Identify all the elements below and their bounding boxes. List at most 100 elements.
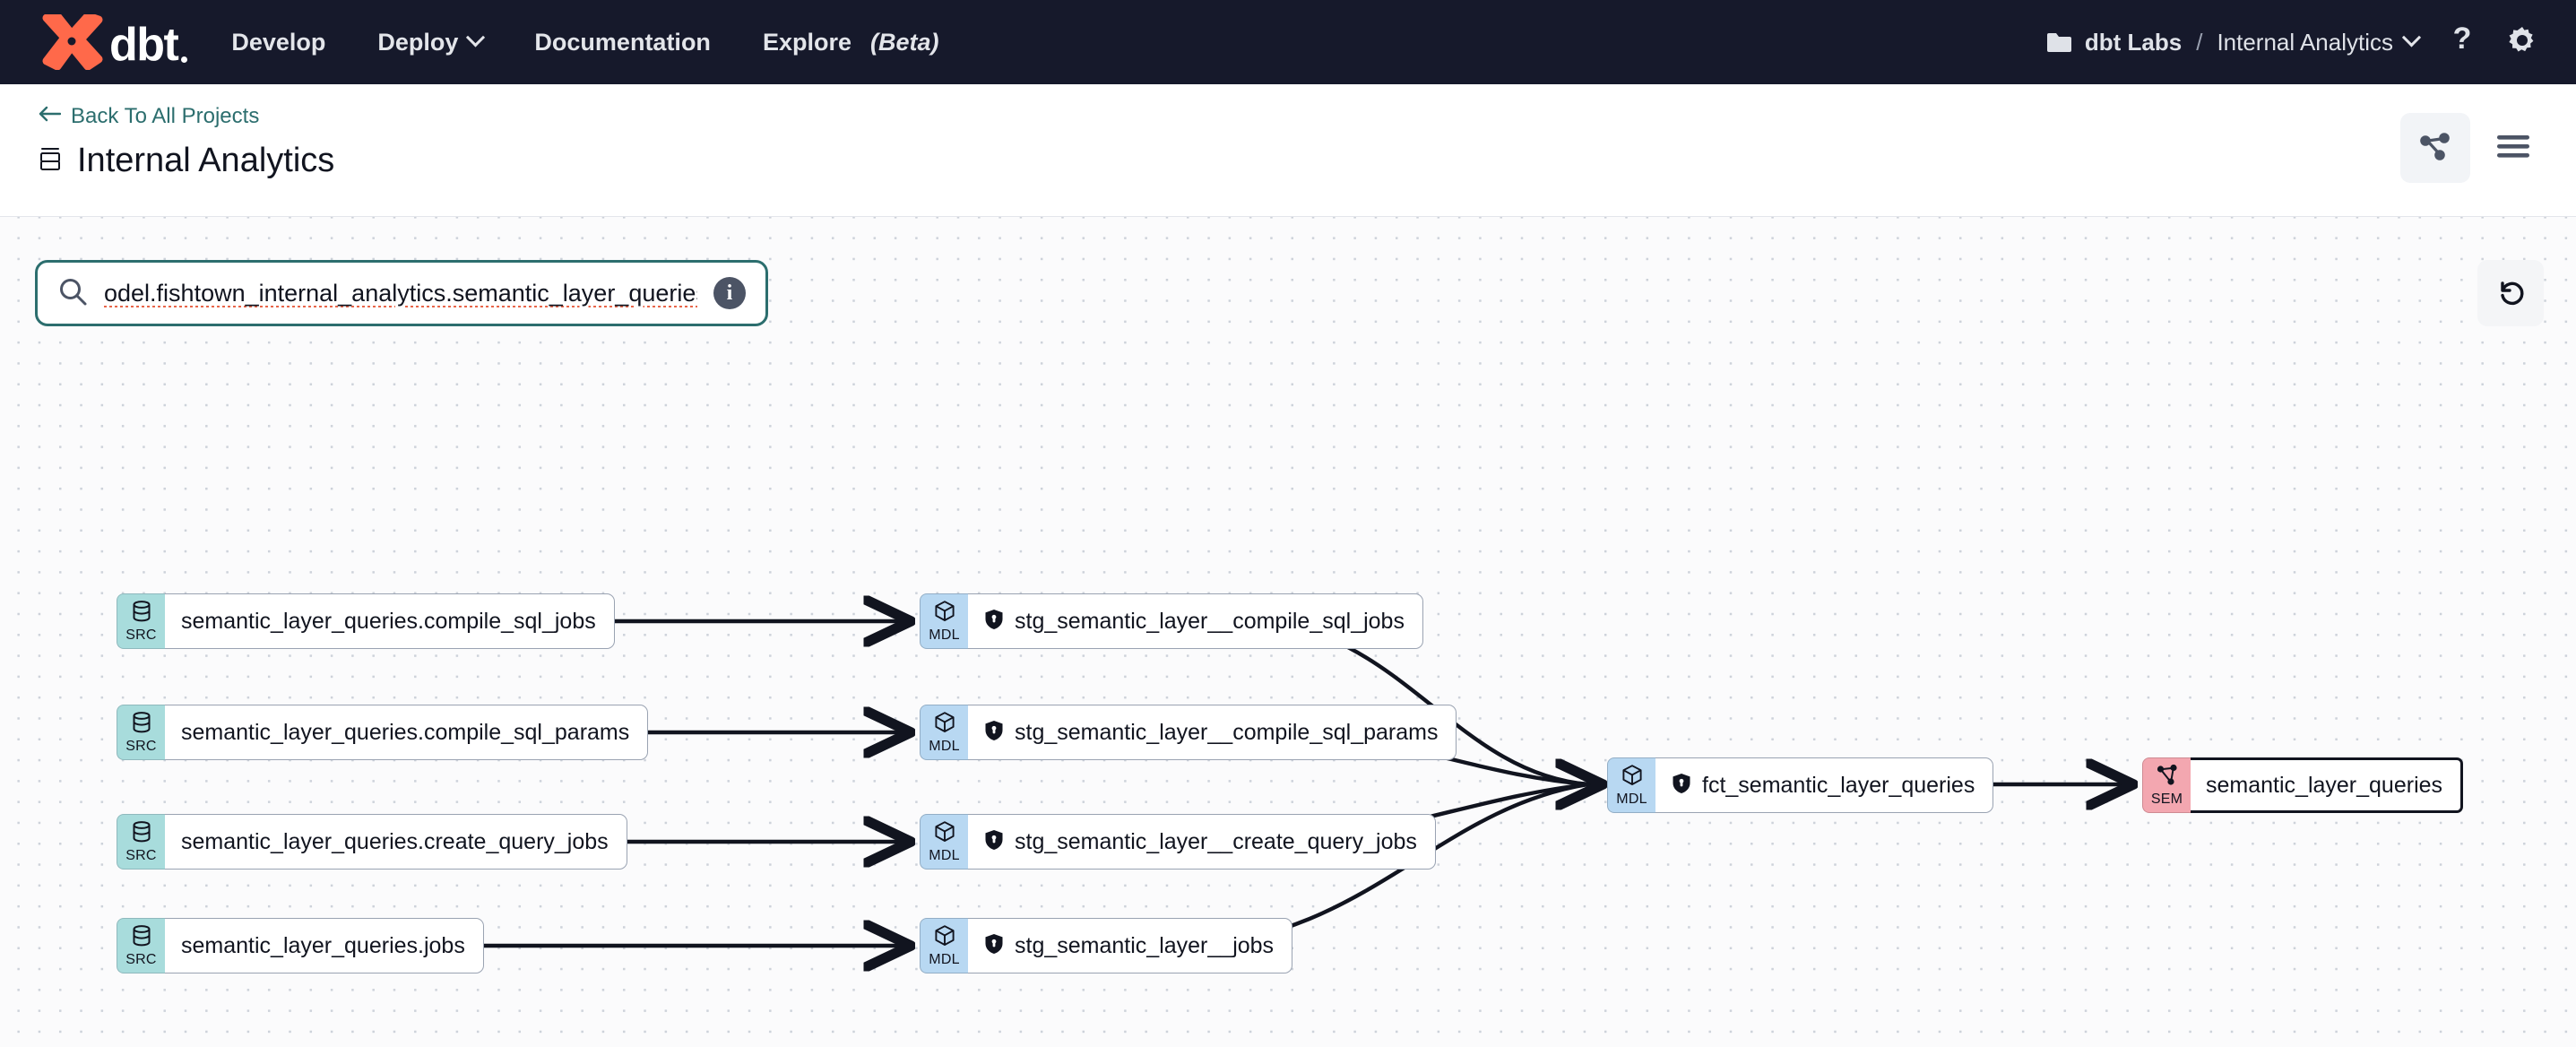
cube-3d-icon [933,820,956,848]
lineage-nodes: SRC semantic_layer_queries.compile_sql_j… [0,217,2576,1047]
reset-view-button[interactable] [2477,260,2544,326]
subheader-actions [2400,113,2538,183]
lineage-node-src-create-query-jobs[interactable]: SRC semantic_layer_queries.create_query_… [117,814,627,870]
nav-links: Develop Deploy Documentation Explore (Be… [231,27,939,56]
node-type-label: MDL [1616,792,1647,807]
node-label: stg_semantic_layer__compile_sql_jobs [1015,608,1405,634]
node-type-badge-mdl: MDL [920,593,968,649]
node-type-label: SRC [125,739,157,754]
lineage-node-src-jobs[interactable]: SRC semantic_layer_queries.jobs [117,918,484,973]
gear-icon [2506,24,2538,61]
cube-3d-icon [933,924,956,952]
database-cylinder-icon [130,711,153,739]
nav-link-explore-label: Explore [762,28,851,56]
nav-link-develop-label: Develop [231,28,326,56]
folder-icon [2046,31,2073,53]
back-to-all-projects-link[interactable]: Back To All Projects [38,104,259,129]
nav-link-deploy-label: Deploy [377,28,459,56]
question-mark-icon: ? [2449,22,2476,61]
cube-3d-icon [933,600,956,627]
reset-rotate-ccw-icon [2494,275,2527,312]
lineage-node-mdl-stg-compile-sql-jobs[interactable]: MDL stg_semantic_layer__compile_sql_jobs [920,593,1423,649]
search-input[interactable]: odel.fishtown_internal_analytics.semanti… [104,279,697,307]
node-body: semantic_layer_queries [2188,757,2464,813]
node-type-badge-mdl: MDL [920,814,968,870]
nav-link-documentation-label: Documentation [534,28,711,56]
dbt-brand[interactable]: dbt [38,0,188,84]
lineage-node-sem-semantic-layer-queries[interactable]: SEM semantic_layer_queries [2142,757,2464,813]
node-type-badge-sem: SEM [2142,757,2191,813]
nav-link-explore-beta-tag: (Beta) [869,28,939,56]
nav-link-explore[interactable]: Explore (Beta) [763,29,939,56]
lineage-node-src-compile-sql-params[interactable]: SRC semantic_layer_queries.compile_sql_p… [117,705,649,760]
node-type-label: SEM [2150,792,2183,807]
arrow-left-icon [38,104,62,129]
breadcrumb-separator: / [2196,28,2203,56]
top-navbar: dbt Develop Deploy Documentation Explore… [0,0,2576,84]
shield-badge-icon [984,829,1004,855]
node-type-label: MDL [929,739,960,754]
svg-text:?: ? [2453,24,2472,56]
database-cylinder-icon [130,924,153,952]
node-body: stg_semantic_layer__create_query_jobs [965,814,1436,870]
node-body: stg_semantic_layer__compile_sql_params [965,705,1457,760]
database-cylinder-icon [130,820,153,848]
node-label: semantic_layer_queries.jobs [181,932,465,958]
lineage-node-mdl-stg-jobs[interactable]: MDL stg_semantic_layer__jobs [920,918,1293,973]
node-body: fct_semantic_layer_queries [1653,757,1994,813]
cube-3d-icon [933,711,956,739]
node-type-badge-src: SRC [117,593,165,649]
shield-badge-icon [1672,773,1691,799]
cube-3d-icon [1621,764,1644,792]
breadcrumb-org[interactable]: dbt Labs [2046,29,2182,56]
shield-badge-icon [984,609,1004,635]
navbar-right: dbt Labs / Internal Analytics ? [2046,22,2538,61]
lineage-canvas[interactable]: odel.fishtown_internal_analytics.semanti… [0,217,2576,1047]
lineage-view-button[interactable] [2400,113,2470,183]
shield-badge-icon [984,720,1004,746]
search-input-wrapper[interactable]: odel.fishtown_internal_analytics.semanti… [35,260,768,326]
node-label: semantic_layer_queries.compile_sql_param… [181,719,630,745]
page-subheader: Back To All Projects Internal Analytics [0,84,2576,217]
help-button[interactable]: ? [2449,22,2476,61]
node-type-badge-mdl: MDL [920,918,968,973]
nav-link-develop[interactable]: Develop [231,29,325,56]
breadcrumb: dbt Labs / Internal Analytics [2046,27,2422,56]
semantic-graph-icon [2156,764,2179,792]
node-type-label: MDL [929,627,960,643]
lineage-graph-icon [2418,129,2452,168]
node-label: semantic_layer_queries [2206,772,2443,798]
dbt-wordmark: dbt [109,19,188,71]
node-label: fct_semantic_layer_queries [1702,772,1975,798]
back-to-all-projects-label: Back To All Projects [71,104,260,128]
node-body: semantic_layer_queries.compile_sql_param… [162,705,649,760]
shield-badge-icon [984,933,1004,959]
node-body: stg_semantic_layer__compile_sql_jobs [965,593,1423,649]
lineage-node-mdl-stg-compile-sql-params[interactable]: MDL stg_semantic_layer__compile_sql_para… [920,705,1457,760]
node-type-badge-src: SRC [117,705,165,760]
lineage-node-src-compile-sql-jobs[interactable]: SRC semantic_layer_queries.compile_sql_j… [117,593,615,649]
database-cylinder-icon [130,600,153,627]
node-type-badge-src: SRC [117,814,165,870]
node-body: semantic_layer_queries.jobs [162,918,484,973]
node-label: semantic_layer_queries.create_query_jobs [181,828,609,854]
hamburger-menu-icon [2495,132,2531,165]
settings-button[interactable] [2506,24,2538,61]
breadcrumb-project[interactable]: Internal Analytics [2217,27,2422,56]
node-label: semantic_layer_queries.compile_sql_jobs [181,608,596,634]
nav-link-deploy[interactable]: Deploy [377,27,486,56]
lineage-node-mdl-stg-create-query-jobs[interactable]: MDL stg_semantic_layer__create_query_job… [920,814,1436,870]
info-circle-icon[interactable]: i [713,277,746,309]
node-type-badge-mdl: MDL [920,705,968,760]
lineage-node-mdl-fct-semantic-layer-queries[interactable]: MDL fct_semantic_layer_queries [1607,757,1994,813]
page-title-row: Internal Analytics [38,142,334,180]
search-icon [57,276,88,311]
node-type-badge-src: SRC [117,918,165,973]
node-type-label: SRC [125,627,157,643]
node-label: stg_semantic_layer__compile_sql_params [1015,719,1439,745]
nav-link-documentation[interactable]: Documentation [534,29,711,56]
project-box-icon [38,145,63,177]
node-type-label: SRC [125,952,157,967]
breadcrumb-project-label: Internal Analytics [2217,28,2393,56]
menu-button[interactable] [2488,113,2538,183]
